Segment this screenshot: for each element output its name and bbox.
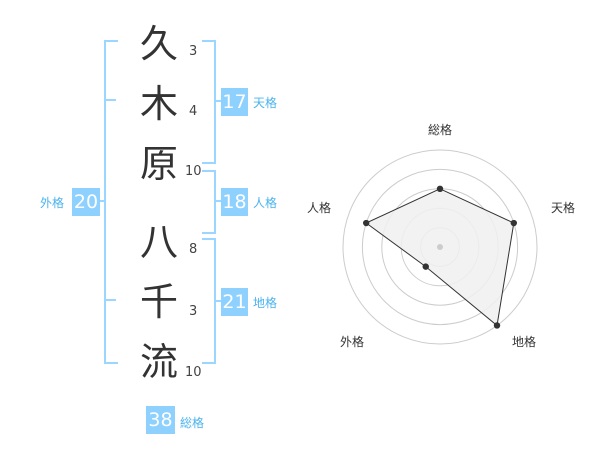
radar-point-0 xyxy=(436,185,444,192)
radar-series-polygon xyxy=(365,188,515,327)
radar-ring xyxy=(361,168,519,326)
soukaku-label: 総格 xyxy=(180,416,205,430)
name-char-6: 流 xyxy=(139,340,178,384)
name-char-3: 原 xyxy=(139,142,178,186)
gaikaku-bracket xyxy=(104,40,118,364)
name-char-1: 久 xyxy=(139,22,178,66)
radar-ring xyxy=(342,149,538,345)
name-char-4: 八 xyxy=(139,220,178,264)
chikaku-connector xyxy=(214,300,222,302)
radar-point-4 xyxy=(362,219,370,227)
radar-center-dot xyxy=(437,244,443,250)
soukaku-value: 38 xyxy=(146,406,175,434)
stroke-count-1: 3 xyxy=(189,44,198,59)
radar-point-3 xyxy=(422,263,429,270)
tenkaku-value: 17 xyxy=(221,88,248,116)
jinkaku-value: 18 xyxy=(221,188,248,216)
stroke-count-4: 8 xyxy=(189,242,198,257)
stroke-count-6: 10 xyxy=(185,365,202,380)
radar-ring xyxy=(381,188,499,306)
tenkaku-bracket xyxy=(202,40,216,164)
chikaku-label: 地格 xyxy=(253,296,278,310)
radar-point-2 xyxy=(493,322,501,329)
bracket-tick xyxy=(104,299,116,301)
name-char-2: 木 xyxy=(139,82,178,126)
radar-axis-label-soukaku: 総格 xyxy=(428,123,453,137)
stroke-count-3: 10 xyxy=(185,164,202,179)
gaikaku-connector xyxy=(98,200,106,202)
radar-axis-label-gaikaku: 外格 xyxy=(340,335,365,349)
jinkaku-connector xyxy=(214,200,222,202)
radar-axis-label-jinkaku: 人格 xyxy=(307,201,332,215)
jinkaku-bracket xyxy=(202,170,216,234)
bracket-tick xyxy=(104,99,116,101)
radar-axis-label-tenkaku: 天格 xyxy=(551,201,576,215)
radar-point-1 xyxy=(510,219,518,227)
stroke-count-2: 4 xyxy=(189,104,198,119)
name-char-5: 千 xyxy=(139,280,178,324)
radar-axis-label-chikaku: 地格 xyxy=(512,335,537,349)
radar-ring xyxy=(400,207,480,287)
tenkaku-connector xyxy=(214,100,222,102)
gaikaku-label: 外格 xyxy=(40,196,65,210)
radar-ring xyxy=(420,227,460,267)
chikaku-value: 21 xyxy=(221,288,248,316)
gaikaku-value: 20 xyxy=(72,188,100,216)
jinkaku-label: 人格 xyxy=(253,196,278,210)
tenkaku-label: 天格 xyxy=(253,96,278,110)
stroke-count-5: 3 xyxy=(189,304,198,319)
